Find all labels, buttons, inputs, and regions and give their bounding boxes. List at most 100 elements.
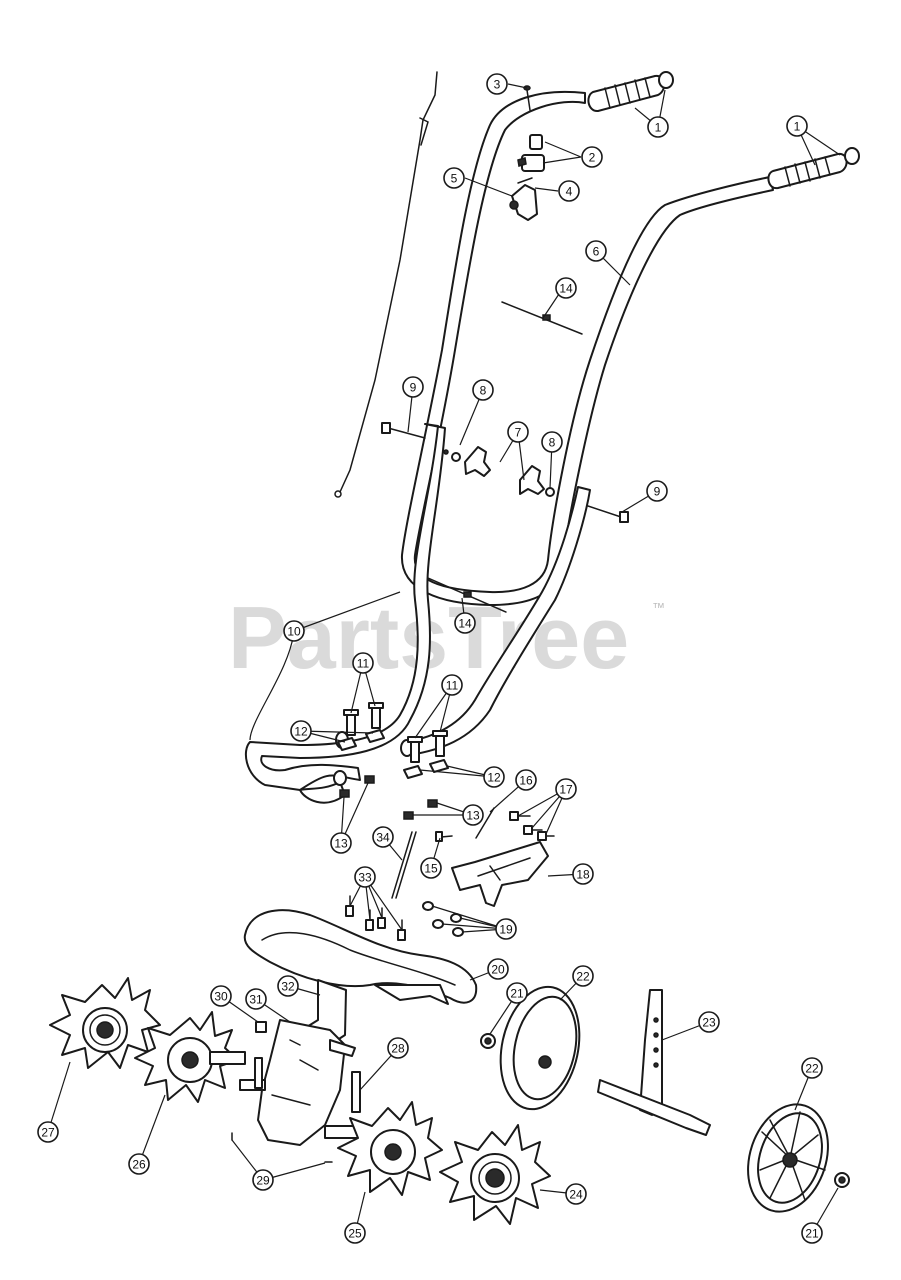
callout-circle [330, 832, 352, 854]
callout-c9a: 9 [402, 376, 424, 398]
callout-c26: 26 [128, 1153, 150, 1175]
callout-c21b: 21 [801, 1222, 823, 1244]
callout-circle [801, 1057, 823, 1079]
cable-tie-lower [427, 577, 507, 613]
callout-c21a: 21 [506, 982, 528, 1004]
axle-bracket [597, 989, 711, 1136]
callout-number: 32 [281, 980, 295, 994]
bolt-9-right [584, 504, 629, 523]
callout-number: 29 [256, 1174, 270, 1188]
callout-c12a: 12 [290, 720, 312, 742]
callout-number: 22 [576, 970, 590, 984]
callout-number: 14 [559, 282, 573, 296]
callout-c3: 3 [486, 73, 508, 95]
callout-circle [565, 1183, 587, 1205]
callout-number: 18 [576, 868, 590, 882]
nut-21-right [834, 1172, 850, 1188]
screw-3 [523, 85, 531, 111]
tine-24 [439, 1124, 551, 1225]
callout-c23: 23 [698, 1011, 720, 1033]
wheel-right [747, 1103, 829, 1213]
callout-number: 17 [559, 783, 573, 797]
right-grip [767, 147, 860, 190]
callout-circle [128, 1153, 150, 1175]
bolts-17 [509, 811, 555, 841]
callout-c32: 32 [277, 975, 299, 997]
pins-29 [231, 1057, 333, 1163]
callout-number: 12 [294, 725, 308, 739]
callout-circle [210, 985, 232, 1007]
callout-circle [487, 958, 509, 980]
callout-circle [402, 376, 424, 398]
callout-number: 25 [348, 1227, 362, 1241]
callout-number: 9 [410, 381, 417, 395]
callout-number: 5 [451, 172, 458, 186]
callout-c2: 2 [581, 146, 603, 168]
callout-c8b: 8 [541, 431, 563, 453]
bolt-15 [435, 831, 453, 842]
rod-34 [391, 831, 417, 899]
callout-c7: 7 [507, 421, 529, 443]
knob-right [519, 465, 555, 497]
callout-circle [507, 421, 529, 443]
callout-number: 27 [41, 1126, 55, 1140]
callout-circle [454, 612, 476, 634]
callout-c13a: 13 [330, 832, 352, 854]
callout-c16: 16 [515, 769, 537, 791]
callout-circle [515, 769, 537, 791]
callout-c11a: 11 [352, 652, 374, 674]
gearbox [239, 979, 361, 1146]
callout-circle [506, 982, 528, 1004]
callout-number: 13 [466, 809, 480, 823]
callout-number: 30 [214, 990, 228, 1004]
callout-c19: 19 [495, 918, 517, 940]
callout-number: 33 [358, 871, 372, 885]
callout-number: 12 [487, 771, 501, 785]
pin-28 [351, 1071, 361, 1113]
tine-25 [337, 1101, 443, 1196]
callout-c24: 24 [565, 1183, 587, 1205]
callout-number: 31 [249, 993, 263, 1007]
tine-shield-tube [299, 770, 347, 804]
callout-number: 1 [655, 121, 662, 135]
callout-circle [486, 73, 508, 95]
callout-c20: 20 [487, 958, 509, 980]
callout-number: 21 [805, 1227, 819, 1241]
callout-c5: 5 [443, 167, 465, 189]
callout-circle [801, 1222, 823, 1244]
callout-c17: 17 [555, 778, 577, 800]
callout-number: 28 [391, 1042, 405, 1056]
callout-c1a: 1 [647, 116, 669, 138]
callout-c31: 31 [245, 988, 267, 1010]
callout-circle [245, 988, 267, 1010]
callout-circle [558, 180, 580, 202]
callout-number: 16 [519, 774, 533, 788]
left-grip [587, 71, 674, 112]
callout-circle [354, 866, 376, 888]
callout-c14a: 14 [555, 277, 577, 299]
callout-c27: 27 [37, 1121, 59, 1143]
callout-c6: 6 [585, 240, 607, 262]
callout-circle [541, 431, 563, 453]
callout-c1b: 1 [786, 115, 808, 137]
callout-circle [290, 720, 312, 742]
pin-16 [475, 807, 495, 839]
callout-number: 4 [566, 185, 573, 199]
watermark-trademark: ™ [652, 600, 665, 615]
bracket-18 [451, 841, 549, 907]
callout-number: 21 [510, 987, 524, 1001]
callout-circle [581, 146, 603, 168]
bolt-9-left [381, 422, 426, 439]
screw-30 [255, 1021, 267, 1033]
callout-number: 14 [458, 617, 472, 631]
callout-number: 19 [499, 923, 513, 937]
cable-tie-upper [501, 301, 583, 335]
callout-number: 13 [334, 837, 348, 851]
callout-c11b: 11 [441, 674, 463, 696]
callout-circle [420, 857, 442, 879]
callout-circle [647, 116, 669, 138]
callout-number: 8 [549, 436, 556, 450]
